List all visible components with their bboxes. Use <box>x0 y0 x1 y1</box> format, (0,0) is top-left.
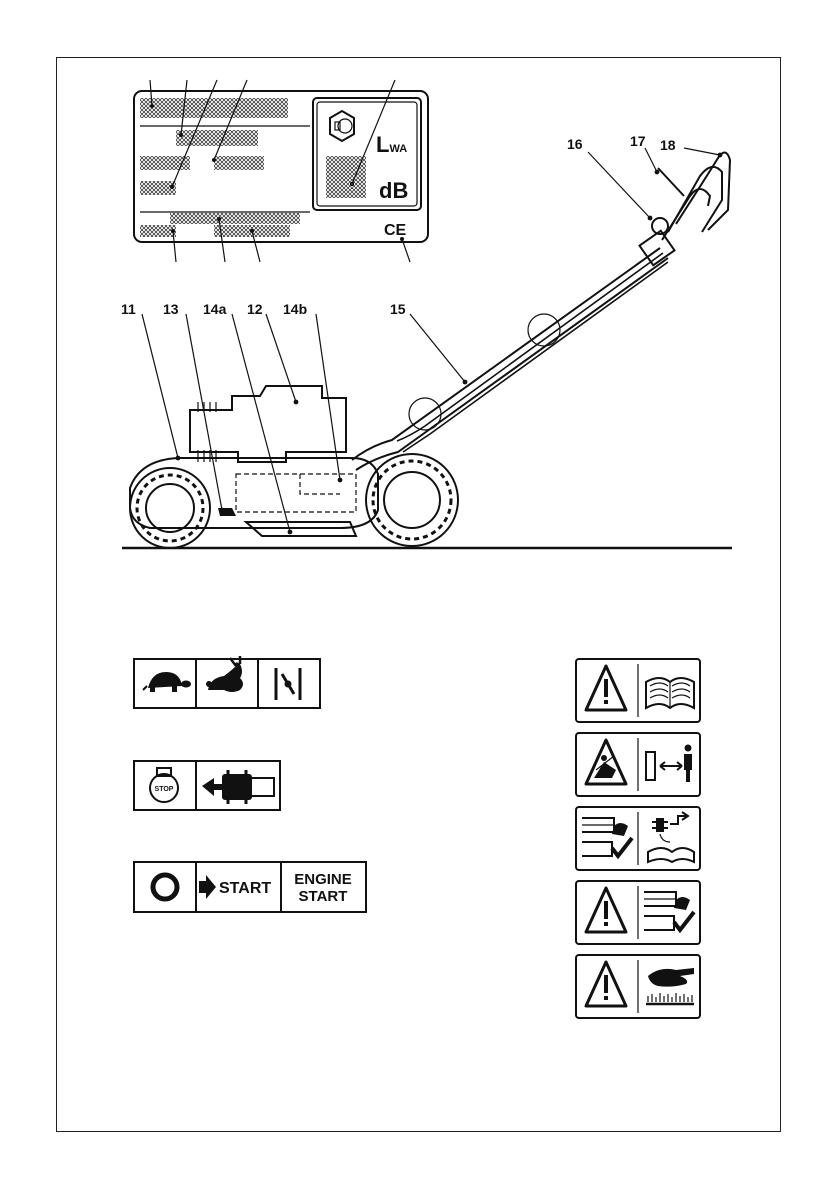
callout-16: 16 <box>567 136 583 152</box>
warning-plate-distance <box>576 733 700 796</box>
callout-18: 18 <box>660 137 676 153</box>
lwa-symbol: LWA <box>376 132 407 157</box>
callout-15: 15 <box>390 301 406 317</box>
engine-start-line2: START <box>299 888 348 905</box>
stop-icon: STOP <box>150 768 178 802</box>
rabbit-icon <box>206 656 243 692</box>
hatched-field <box>176 130 258 146</box>
hatched-field <box>326 156 366 198</box>
warning-plate-hand <box>576 955 700 1018</box>
db-symbol: dB <box>379 178 408 203</box>
engine-start-plate: START ENGINE START <box>134 862 366 912</box>
svg-text:STOP: STOP <box>155 786 174 793</box>
hatched-field <box>214 156 264 170</box>
warning-plate-blade-disconnect <box>576 807 700 870</box>
hand-grass-icon <box>646 968 694 1004</box>
warning-plates <box>576 659 700 1018</box>
turtle-icon <box>143 672 191 692</box>
disconnect-plug-icon <box>648 812 694 862</box>
off-circle-icon <box>153 875 177 899</box>
hatched-field <box>140 225 176 237</box>
lawn-mower-drawing: 11 13 14a 12 14b 15 16 17 18 <box>121 133 732 548</box>
keep-distance-icon <box>646 745 692 783</box>
manual-book-icon <box>646 678 694 708</box>
engine-start-line1: ENGINE <box>294 871 352 888</box>
callout-14b: 14b <box>283 301 307 317</box>
blade-brake-icon <box>202 770 274 804</box>
warning-triangle-icon <box>586 666 626 710</box>
handle-bar <box>352 152 730 470</box>
arrow-right-icon <box>199 875 216 899</box>
blade-hazard-icon <box>644 892 694 930</box>
speaker-icon <box>330 111 354 141</box>
warning-plate-manual <box>576 659 700 722</box>
rating-label-plate: LWA dB CE <box>134 80 428 262</box>
callout-12: 12 <box>247 301 263 317</box>
callout-14a: 14a <box>203 301 227 317</box>
blade-hazard-icon <box>582 818 632 856</box>
hatched-field <box>170 213 300 224</box>
mower-callout-lines <box>142 148 722 534</box>
blade-brake-plate: STOP <box>134 761 280 810</box>
rear-wheel <box>366 454 458 546</box>
choke-icon <box>276 668 300 700</box>
ce-mark: CE <box>384 222 407 239</box>
start-label: START <box>219 880 271 897</box>
callout-11: 11 <box>121 301 136 317</box>
front-wheel <box>130 468 210 548</box>
callout-13: 13 <box>163 301 179 317</box>
callout-17: 17 <box>630 133 646 149</box>
throttle-speed-plate <box>134 656 320 708</box>
hatched-field <box>140 98 288 118</box>
warning-plate-blade <box>576 881 700 944</box>
thrown-objects-icon <box>586 740 626 784</box>
warning-triangle-icon <box>586 888 626 932</box>
warning-triangle-icon <box>586 962 626 1006</box>
